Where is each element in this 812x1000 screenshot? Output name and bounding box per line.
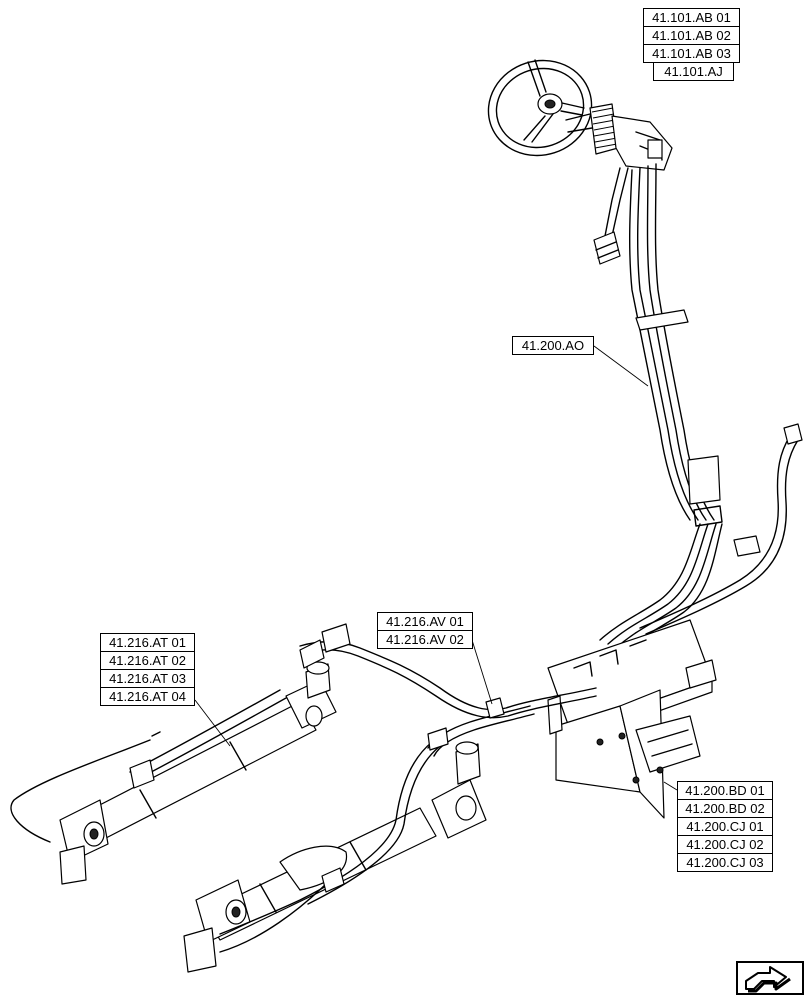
callout-41-101-ab-03[interactable]: 41.101.AB 03 [643,44,740,63]
return-line [639,423,803,635]
callout-41-101-ab-01[interactable]: 41.101.AB 01 [643,8,740,27]
callout-group-priority-valve: 41.200.BD 01 41.200.BD 02 41.200.CJ 01 4… [677,781,773,872]
callout-41-216-at-03[interactable]: 41.216.AT 03 [100,669,195,688]
next-page-arrow-icon [736,961,804,995]
next-page-button[interactable] [736,961,804,995]
callout-41-101-ab-02[interactable]: 41.101.AB 02 [643,26,740,45]
callout-41-200-cj-02[interactable]: 41.200.CJ 02 [677,835,773,854]
steering-column [565,103,673,171]
steering-cylinder-lower [183,727,487,973]
callout-group-hose-set: 41.200.AO [512,336,594,355]
callout-41-216-at-02[interactable]: 41.216.AT 02 [100,651,195,670]
callout-41-200-bd-02[interactable]: 41.200.BD 02 [677,799,773,818]
steering-cylinder-upper [10,623,351,885]
priority-valve-assembly [547,619,717,819]
callout-41-216-av-02[interactable]: 41.216.AV 02 [377,630,473,649]
steering-hoses [629,163,723,527]
callout-41-216-at-01[interactable]: 41.216.AT 01 [100,633,195,652]
steering-wheel [487,59,593,157]
callout-group-cylinder: 41.216.AT 01 41.216.AT 02 41.216.AT 03 4… [100,633,195,706]
callout-41-200-ao[interactable]: 41.200.AO [512,336,594,355]
callout-41-101-aj[interactable]: 41.101.AJ [653,62,734,81]
leader-41-216-av [471,639,493,705]
callout-group-valve-lines: 41.216.AV 01 41.216.AV 02 [377,612,473,649]
callout-41-216-av-01[interactable]: 41.216.AV 01 [377,612,473,631]
callout-41-200-cj-03[interactable]: 41.200.CJ 03 [677,853,773,872]
leader-41-200-bd [663,781,678,791]
callout-41-200-cj-01[interactable]: 41.200.CJ 01 [677,817,773,836]
callout-41-216-at-04[interactable]: 41.216.AT 04 [100,687,195,706]
callout-group-steering-column: 41.101.AB 01 41.101.AB 02 41.101.AB 03 4… [643,8,740,81]
brake-pedal [593,167,629,265]
callout-41-200-bd-01[interactable]: 41.200.BD 01 [677,781,773,800]
leader-41-216-at [194,699,231,747]
leader-41-200-ao [593,345,649,387]
